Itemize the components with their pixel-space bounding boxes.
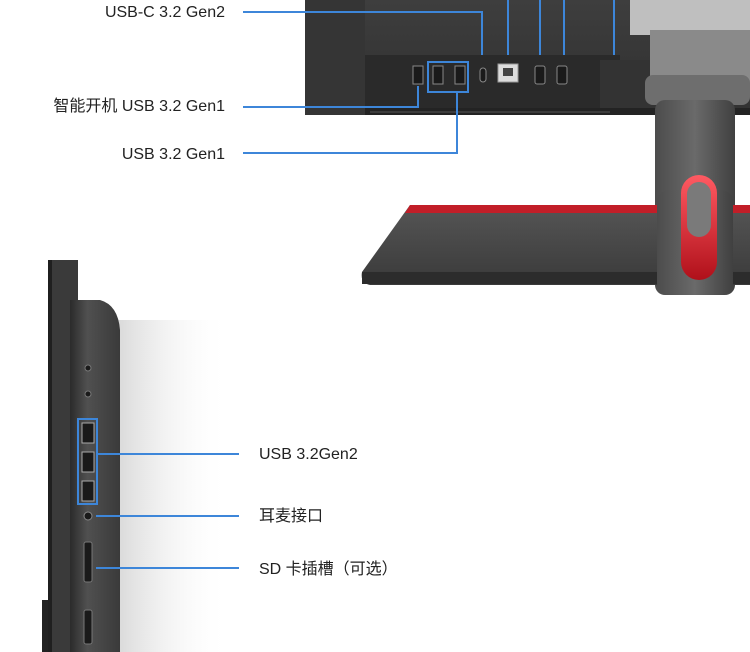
sd-slot-label: SD 卡插槽（可选）: [259, 561, 398, 578]
sd-slot-callout-line: [96, 567, 239, 569]
hdmi-callout-drop: [539, 0, 541, 55]
rear-device-illustration: [0, 0, 750, 300]
usb-c-callout-drop: [481, 11, 483, 55]
headphone-callout-line: [96, 515, 239, 517]
usb-gen2-port-group-highlight: [77, 418, 98, 505]
headphone-jack-label: 耳麦接口: [259, 508, 324, 525]
dp-callout-drop: [563, 0, 565, 55]
usb-c-label: USB-C 3.2 Gen2: [104, 4, 225, 21]
usb-gen2-callout-line: [98, 453, 239, 455]
usb-gen1-label: USB 3.2 Gen1: [121, 146, 225, 163]
smart-power-usb-label: 智能开机 USB 3.2 Gen1: [53, 98, 225, 115]
usb-gen1-port-group-highlight: [427, 61, 469, 93]
usb-gen1-callout-line: [243, 152, 458, 154]
side-device-illustration: [0, 260, 250, 652]
usb-c-callout-line: [243, 11, 482, 13]
ethernet-callout-drop: [507, 0, 509, 55]
smart-usb-callout-line: [243, 106, 419, 108]
usb-gen2-label: USB 3.2Gen2: [259, 446, 358, 463]
usb-gen1-callout-drop: [456, 93, 458, 154]
power-callout-drop: [613, 0, 615, 55]
smart-usb-callout-drop: [417, 86, 419, 108]
